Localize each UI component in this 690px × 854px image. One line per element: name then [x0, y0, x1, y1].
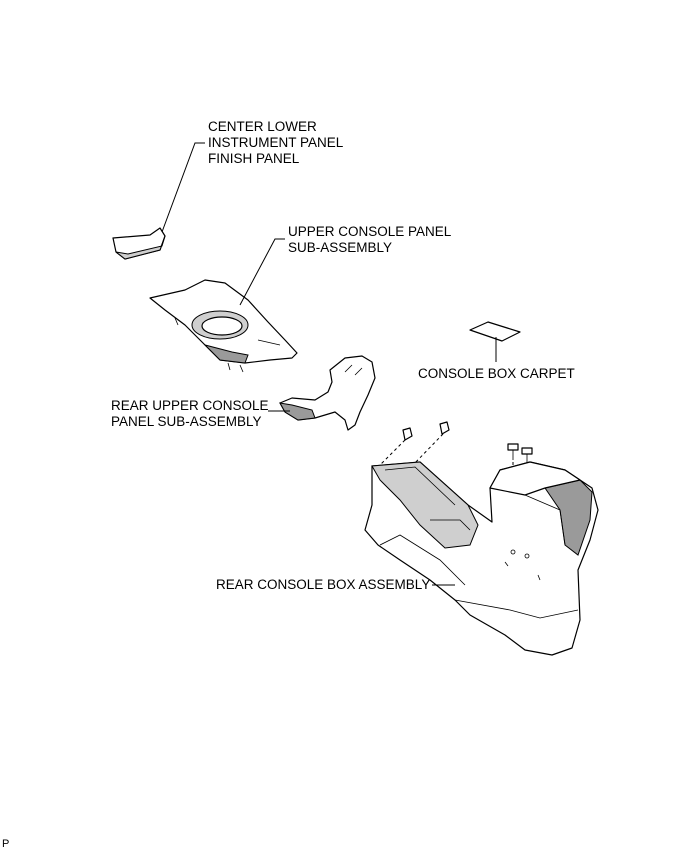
upper-console-panel-part [149, 279, 298, 373]
console-box-carpet-part [469, 321, 521, 342]
label-rear-console-box: REAR CONSOLE BOX ASSEMBLY [216, 577, 431, 592]
label-center-lower-finish-panel: CENTER LOWER INSTRUMENT PANEL FINISH PAN… [208, 119, 344, 166]
label-rear-upper-console-panel: REAR UPPER CONSOLE PANEL SUB-ASSEMBLY [111, 398, 269, 429]
corner-mark: P [2, 838, 10, 850]
bolt-left [507, 443, 519, 460]
clip-right [439, 421, 450, 435]
clip-dash-right [411, 433, 444, 467]
label-console-box-carpet: CONSOLE BOX CARPET [418, 366, 575, 381]
rear-upper-console-panel-part [279, 355, 376, 431]
label-upper-console-panel: UPPER CONSOLE PANEL SUB-ASSEMBLY [288, 224, 452, 255]
center-lower-finish-panel-part [112, 227, 166, 260]
clip-dash-left [374, 439, 406, 471]
clip-left [402, 427, 413, 441]
rear-console-box-part [364, 461, 599, 656]
leader-center-lower [161, 142, 205, 233]
leader-upper-console [239, 238, 285, 306]
